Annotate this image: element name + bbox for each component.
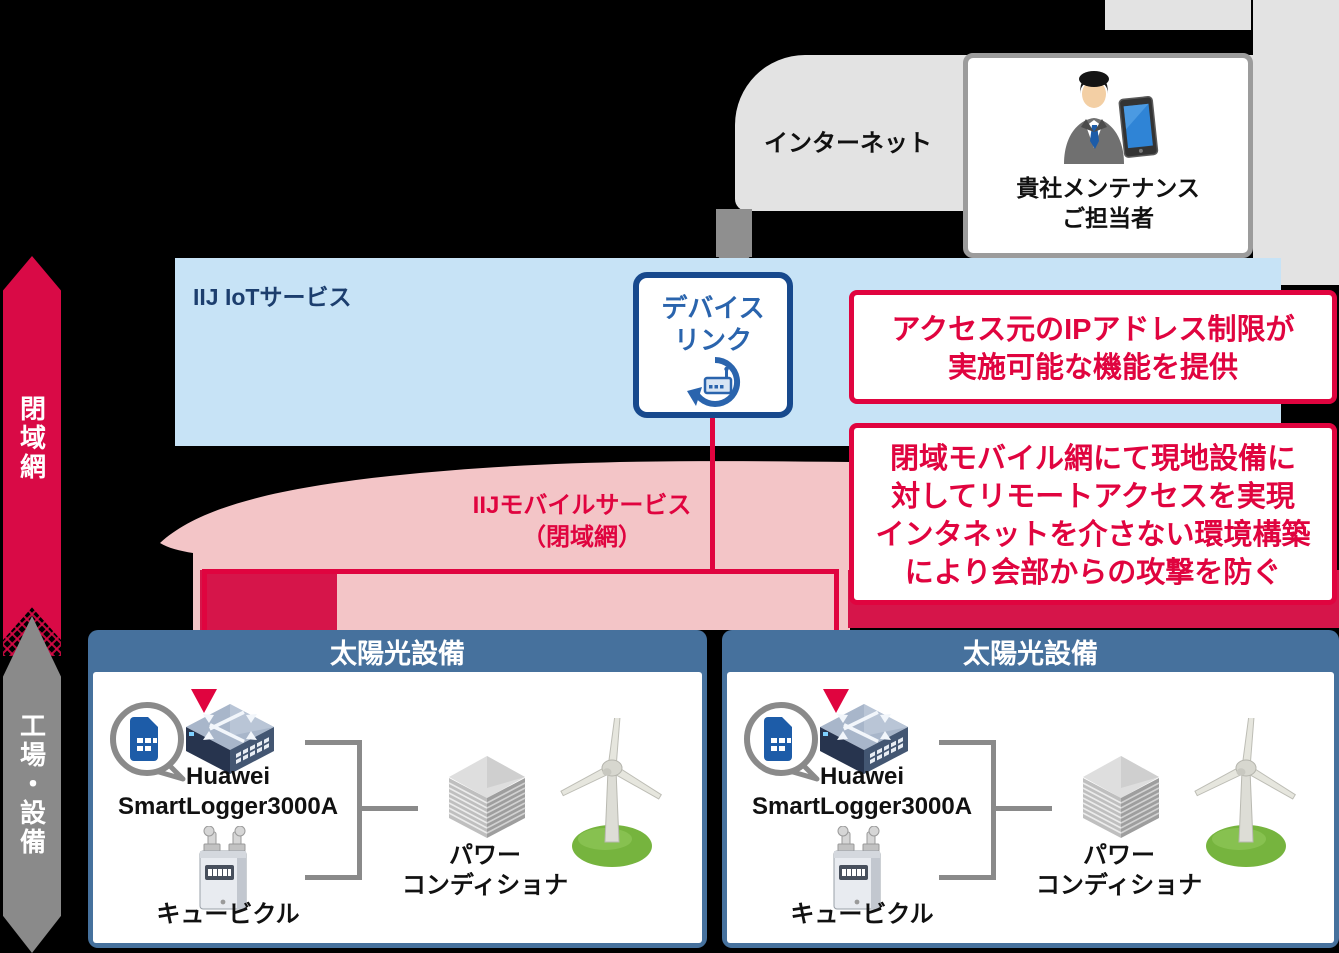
cubicle-meter-icon: [833, 826, 881, 910]
site1-arrow-head: [191, 689, 217, 713]
device-link-box: デバイス リンク: [633, 272, 793, 418]
logger-label-line2: SmartLogger3000A: [752, 793, 973, 820]
callout-ip-line1: アクセス元のIPアドレス制限が: [891, 314, 1295, 346]
sim-card-bubble-icon: [110, 702, 186, 782]
ribbon-closed-network-label: 閉域網: [16, 394, 47, 482]
maintenance-card: 貴社メンテナンス ご担当者: [963, 53, 1253, 258]
mobile-service-label: IIJモバイルサービス （閉域網）: [432, 490, 732, 554]
pcs-label-line1: パワー: [449, 842, 521, 869]
closed-link-block-left: [200, 570, 337, 630]
network-switch-icon: [186, 704, 274, 774]
mobile-service-label-line2: （閉域網）: [522, 524, 642, 551]
bracket-mid: [996, 806, 1052, 811]
callout-closed-line4: により会部からの攻撃を防ぐ: [904, 557, 1282, 589]
maintenance-label-line1: 貴社メンテナンス: [1016, 175, 1200, 201]
callout-closed-network: 閉域モバイル網にて現地設備に 対してリモートアクセスを実現 インタネットを介さな…: [849, 423, 1337, 605]
solar-site-box-1: 太陽光設備: [88, 630, 707, 948]
ribbon-closed-network: 閉域網: [3, 256, 61, 640]
pcs-label: パワー コンディショナ: [1019, 841, 1219, 901]
bracket-vertical: [357, 740, 362, 880]
network-switch-icon: [820, 704, 908, 774]
device-link-label-line1: デバイス: [661, 293, 765, 323]
callout-closed-line3: インタネットを介さない環境構築: [875, 519, 1311, 551]
callout-ip-line2: 実施可能な機能を提供: [947, 352, 1238, 384]
logger-label: Huawei SmartLogger3000A: [118, 762, 338, 822]
logger-label-line1: Huawei: [185, 763, 271, 790]
cloud-top-tab: [1105, 0, 1251, 30]
wind-turbine-icon: [560, 718, 662, 867]
internet-down-arrow-shaft: [716, 209, 752, 257]
ribbon-factory-equipment: 工場・設備: [3, 616, 61, 953]
mobile-service-label-line1: IIJモバイルサービス: [472, 492, 692, 519]
callout-ip-restriction: アクセス元のIPアドレス制限が 実施可能な機能を提供: [849, 290, 1337, 404]
mobile-horizontal-line: [202, 569, 839, 574]
ribbon-factory-equipment-label: 工場・設備: [16, 712, 47, 857]
cubicle-label: キュービクル: [790, 901, 934, 928]
pcs-label: パワー コンディショナ: [385, 841, 585, 901]
maintenance-label-line2: ご担当者: [1062, 205, 1154, 231]
logger-label-line1: Huawei: [819, 763, 905, 790]
bracket-mid: [362, 806, 418, 811]
cloud-right-patch: [1281, 263, 1339, 285]
device-link-label-line2: リンク: [673, 325, 752, 355]
cubicle-meter-icon: [199, 826, 247, 910]
sim-card-bubble-icon: [744, 702, 820, 782]
bracket-bottom: [939, 875, 996, 880]
iot-service-label: IIJ IoTサービス: [193, 284, 352, 310]
bracket-top: [305, 740, 362, 745]
site2-arrow-head: [823, 689, 849, 713]
bracket-vertical: [991, 740, 996, 880]
solar-site-1-title: 太陽光設備: [330, 638, 465, 669]
power-conditioner-icon: [1082, 756, 1160, 838]
cubicle-label: キュービクル: [156, 901, 300, 928]
router-sync-arrow-icon: [687, 356, 741, 407]
person-tablet-icon: [1064, 71, 1159, 164]
pcs-label-line1: パワー: [1083, 842, 1155, 869]
power-conditioner-icon: [448, 756, 526, 838]
bracket-bottom: [305, 875, 362, 880]
logger-label: Huawei SmartLogger3000A: [752, 762, 972, 822]
callout-closed-line2: 対してリモートアクセスを実現: [891, 481, 1295, 513]
callout-closed-line1: 閉域モバイル網にて現地設備に: [889, 443, 1296, 475]
cloud-right-column: [1253, 0, 1339, 263]
logger-label-line2: SmartLogger3000A: [118, 793, 339, 820]
device-link-down-line: [710, 416, 715, 571]
solar-site-2-title: 太陽光設備: [963, 638, 1098, 669]
solar-site-box-2: 太陽光設備: [722, 630, 1339, 948]
wind-turbine-icon: [1194, 718, 1296, 867]
pcs-label-line2: コンディショナ: [401, 872, 569, 899]
internet-label: インターネット: [764, 129, 932, 157]
bracket-top: [939, 740, 996, 745]
pcs-label-line2: コンディショナ: [1035, 872, 1203, 899]
